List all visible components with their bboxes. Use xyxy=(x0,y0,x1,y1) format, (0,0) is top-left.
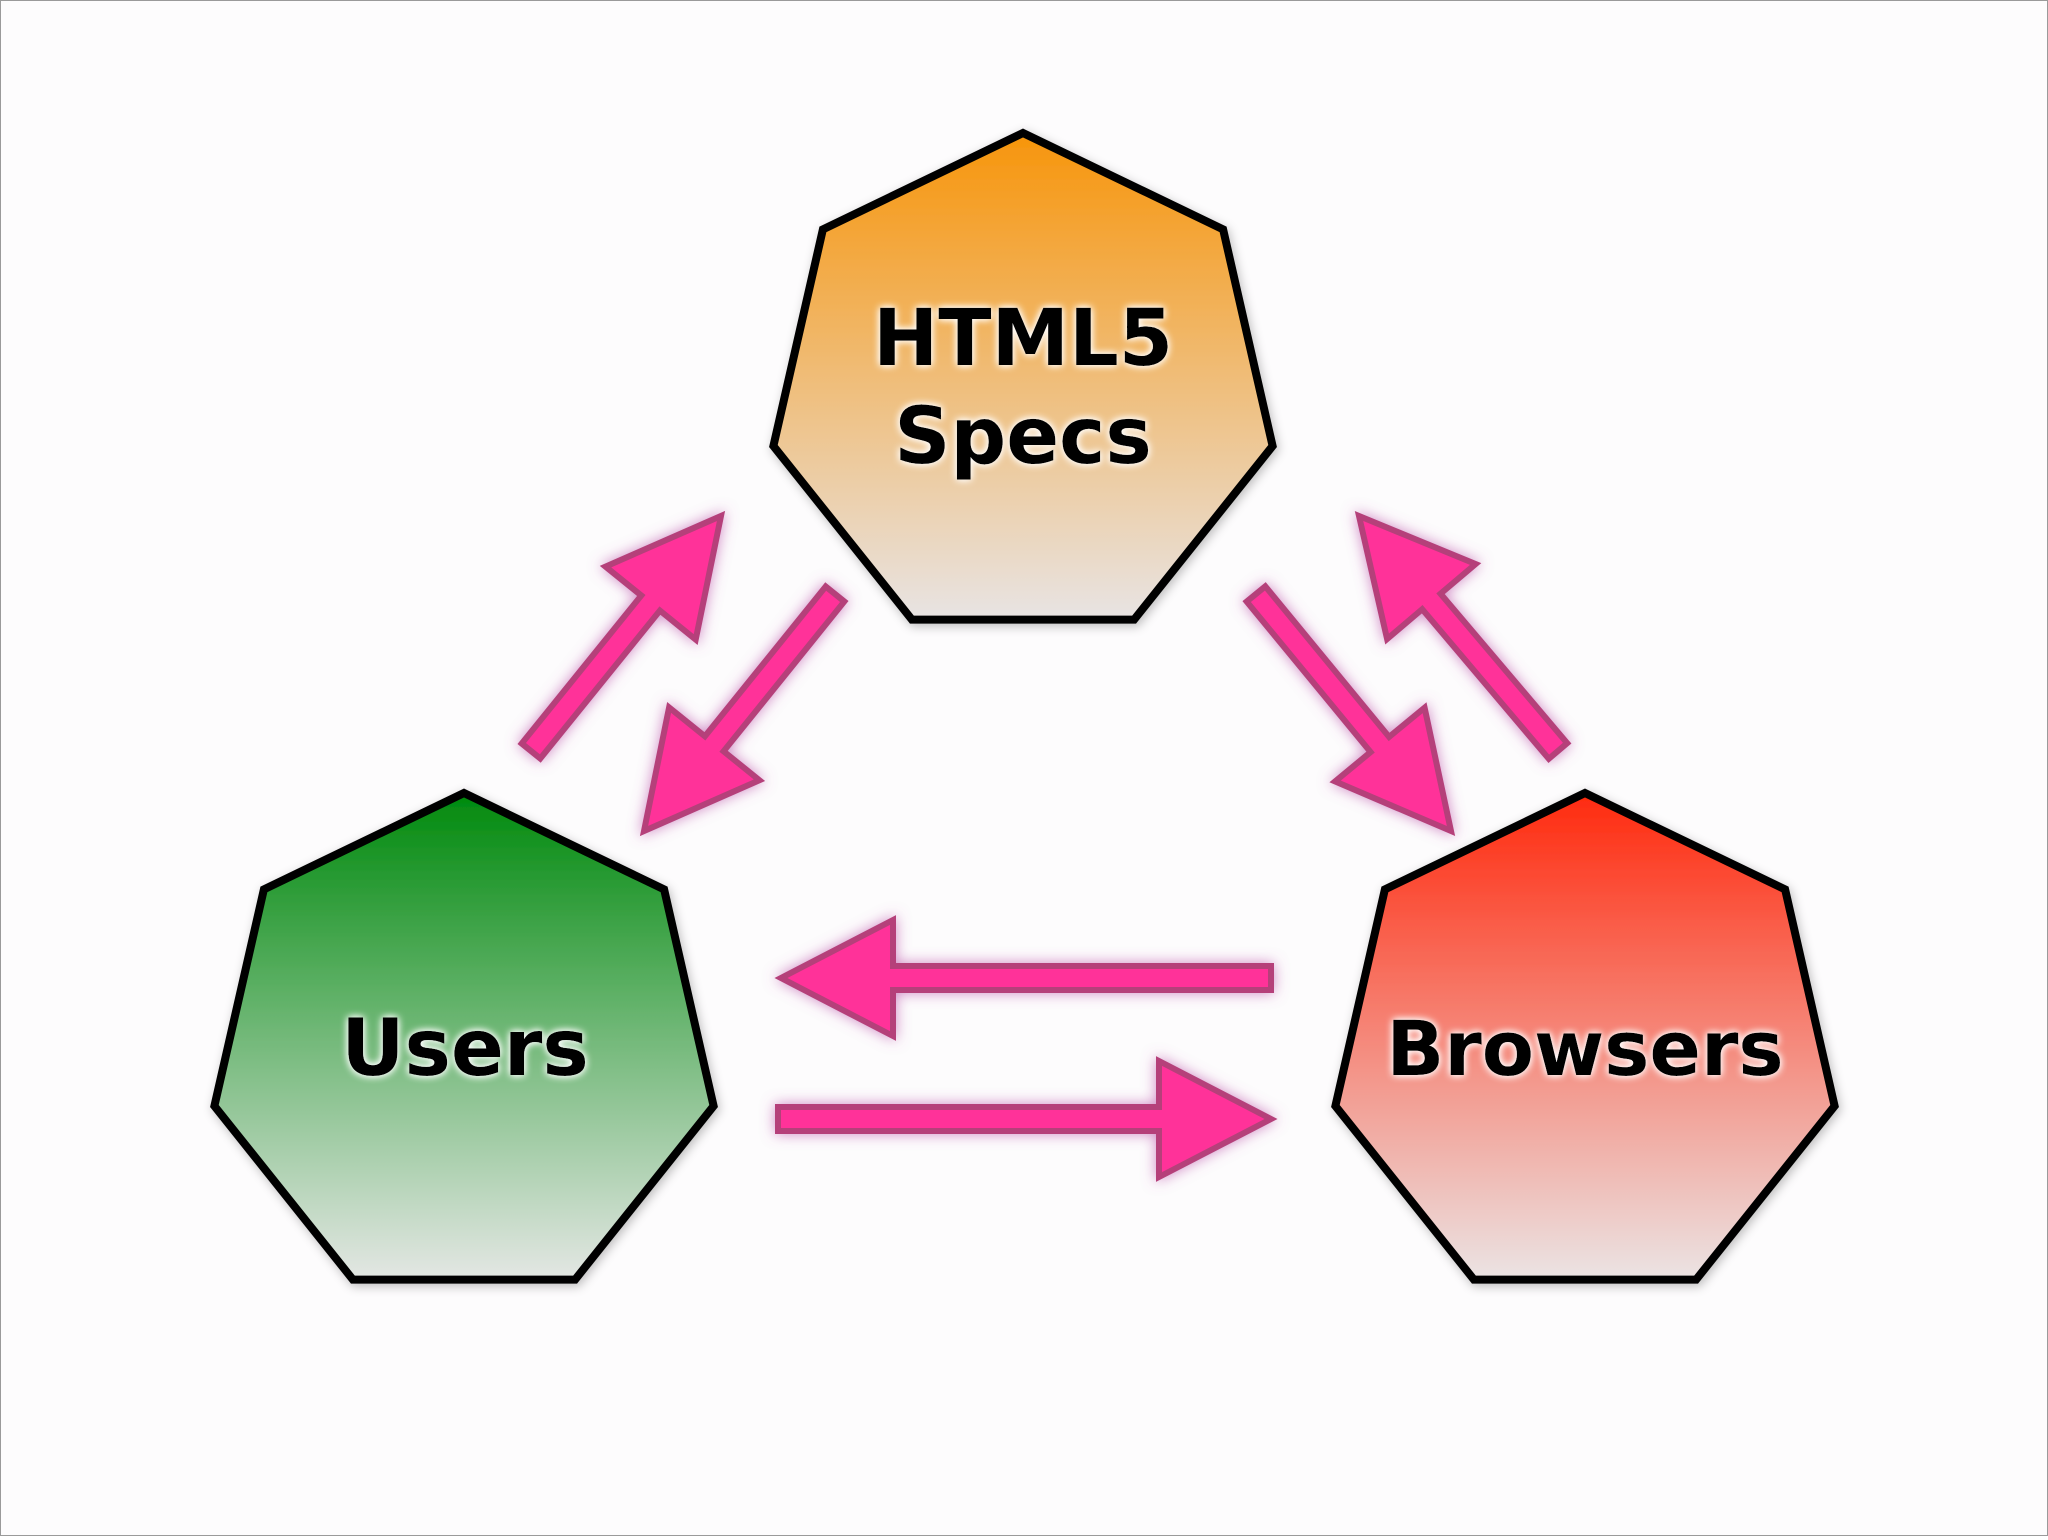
arrow-specs-to-users xyxy=(639,582,849,837)
heptagon-shape xyxy=(210,788,718,1284)
arrow-specs-to-browsers xyxy=(1242,582,1456,837)
node-label: Users xyxy=(341,1004,589,1094)
node-label: Browsers xyxy=(1386,1004,1783,1093)
arrow-users-to-browsers xyxy=(775,1056,1278,1182)
node-label-line-1: HTML5 xyxy=(873,294,1173,384)
arrow-browsers-to-specs xyxy=(1354,511,1572,764)
node-browsers: Browsers xyxy=(1331,788,1839,1284)
heptagon-shape xyxy=(1331,788,1839,1284)
heptagon-shape xyxy=(769,128,1277,624)
node-label-line-2: Specs xyxy=(894,392,1152,482)
node-html5-specs: HTML5 Specs xyxy=(769,128,1277,624)
arrow-browsers-to-users xyxy=(774,915,1274,1041)
arrows-layer xyxy=(517,510,1572,1182)
node-users: Users xyxy=(210,788,718,1284)
arrow-users-to-specs xyxy=(517,510,726,763)
